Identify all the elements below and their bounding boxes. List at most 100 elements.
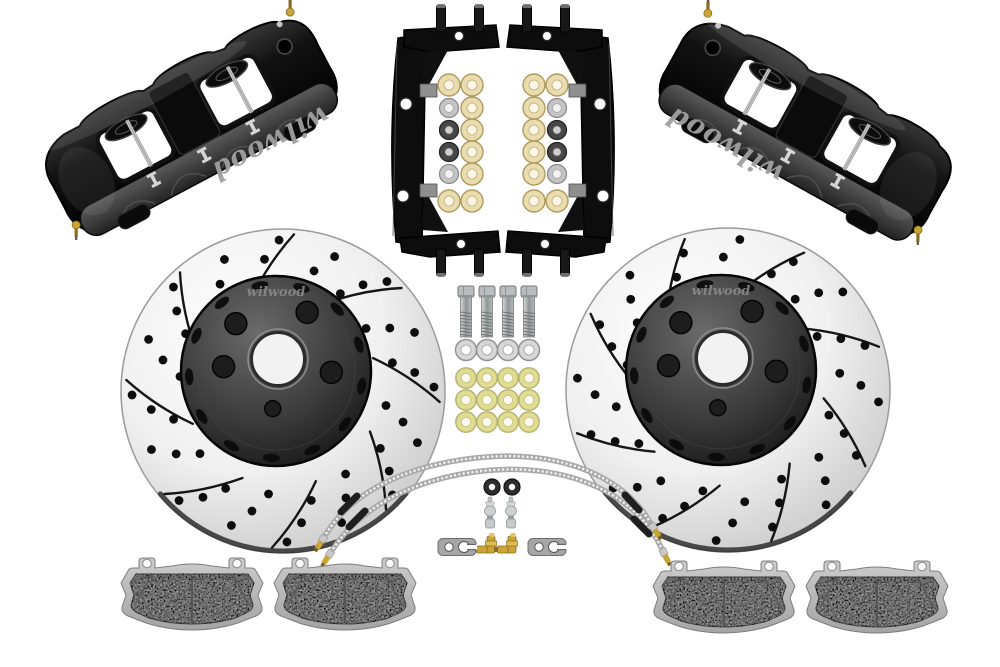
drill-hole (610, 437, 620, 446)
pad-ear-hole (827, 561, 837, 572)
washer-gold (518, 389, 540, 411)
washer-silver (546, 97, 568, 119)
hat-scallop (214, 296, 230, 310)
elbow-fitting (473, 533, 497, 554)
drill-hole (274, 235, 284, 245)
bracket-hole (541, 30, 553, 42)
caliper-lug (681, 117, 715, 144)
washer-gold (455, 367, 477, 389)
bracket-insert (568, 83, 587, 98)
lug-hole (669, 310, 693, 335)
pad-pin (124, 119, 154, 168)
rotor-left: wilwood (120, 228, 446, 554)
drill-hole (144, 334, 153, 344)
drill-hole (127, 390, 137, 400)
pad-pin (842, 123, 872, 171)
drill-hole (824, 410, 834, 420)
fitting-nub (715, 22, 722, 29)
drill-hole (820, 476, 830, 486)
washer-silver (438, 97, 460, 119)
hat-scallop (783, 416, 797, 431)
drill-hole (728, 518, 738, 528)
pad-retainer-clip (146, 170, 162, 189)
bracket-top-arm (403, 24, 500, 53)
lug-hole (319, 360, 344, 385)
pad-pin (225, 65, 254, 114)
drill-hole (358, 280, 368, 290)
hat-scallop (304, 444, 321, 456)
drill-hole (195, 449, 205, 458)
bleed-screw (71, 220, 81, 241)
washer-dark (546, 141, 568, 163)
caliper-bolt (499, 285, 517, 338)
lug-hole (709, 398, 727, 417)
drill-hole (382, 277, 392, 286)
bracket-stud (560, 4, 570, 33)
drill-hole (718, 252, 728, 262)
center-bore (695, 330, 751, 386)
line-sleeve (621, 491, 643, 514)
drill-hole (735, 235, 745, 244)
line-sleeve (630, 515, 653, 538)
drill-hole (679, 248, 688, 258)
drill-hole (341, 469, 350, 479)
drill-hole (874, 397, 883, 407)
bracket-hole (593, 97, 607, 111)
drill-hole (632, 482, 642, 492)
straight-fitting (484, 496, 496, 529)
bracket-stud (436, 4, 446, 33)
washer-gold (497, 367, 519, 389)
hat-scallop (629, 367, 639, 385)
bracket-insert (568, 183, 587, 198)
hat-scallop (707, 452, 725, 462)
grommet (503, 478, 521, 496)
pad-retainer-clip (731, 118, 748, 136)
drill-hole (698, 486, 708, 496)
grommet (483, 478, 501, 496)
drill-hole (680, 501, 689, 511)
drill-hole (385, 323, 395, 333)
bleed-screw (285, 0, 295, 17)
drill-hole (856, 380, 866, 390)
washer-gold (455, 411, 477, 433)
drill-hole (247, 506, 257, 516)
drill-hole (172, 306, 182, 316)
inlet-port (704, 39, 721, 57)
drill-hole (384, 466, 394, 476)
brake-pads (120, 557, 949, 634)
rotor-slot (372, 356, 441, 404)
washer-gold (518, 367, 540, 389)
pad-ear-hole (385, 558, 395, 569)
inlet-port (276, 38, 293, 55)
washer-gold (497, 389, 519, 411)
caliper-right: wilwood (658, 0, 952, 246)
drill-hole (410, 368, 420, 377)
hat-scallop (330, 302, 344, 316)
hat-scallop (659, 295, 675, 309)
washer-gold (460, 189, 484, 213)
washer-silver (454, 338, 478, 362)
bracket-stud (474, 4, 484, 33)
caliper-lug (117, 204, 151, 230)
drill-hole (220, 255, 229, 264)
washer-gold (522, 96, 546, 120)
bracket-hole (596, 189, 610, 203)
washer-gold (476, 367, 498, 389)
drill-hole (147, 445, 156, 454)
hat-scallop (775, 301, 789, 315)
drill-hole (381, 401, 391, 410)
mount-bracket-left (390, 4, 501, 277)
pad-ear-hole (142, 558, 152, 569)
washer-gold (460, 162, 484, 186)
drill-hole (388, 358, 397, 368)
bracket-washers-right (522, 73, 569, 213)
bracket-hole (539, 238, 551, 250)
bleed-screw (703, 0, 713, 18)
drill-hole (812, 332, 822, 341)
drill-hole (398, 417, 408, 427)
washer-gold (460, 73, 484, 97)
hat-scallop (191, 327, 202, 344)
washer-gold (437, 189, 461, 213)
bracket-hole (399, 97, 413, 111)
brake-pad (805, 560, 949, 634)
